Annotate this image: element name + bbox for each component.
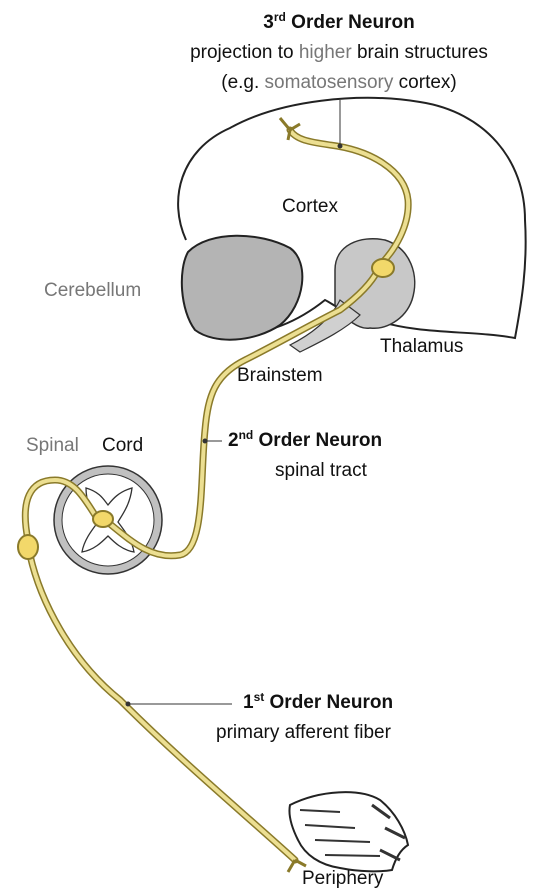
brainstem-label: Brainstem: [237, 365, 323, 387]
thalamus-label: Thalamus: [380, 336, 463, 358]
first-order-soma: [18, 535, 38, 559]
third-order-line2: (e.g. somatosensory cortex): [221, 72, 457, 94]
third-order-soma: [372, 259, 394, 277]
brainstem-shape: [290, 300, 360, 352]
cerebellum-label: Cerebellum: [44, 280, 141, 302]
spinal-label: Spinal: [26, 435, 79, 457]
periphery-label: Periphery: [302, 868, 383, 890]
third-order-title: 3rd Order Neuron: [263, 12, 414, 34]
cord-label: Cord: [102, 435, 143, 457]
cortex-label: Cortex: [282, 196, 338, 218]
third-order-line1: projection to higher brain structures: [190, 42, 488, 64]
second-order-subtitle: spinal tract: [275, 460, 367, 482]
first-order-title: 1st Order Neuron: [243, 692, 393, 714]
first-order-subtitle: primary afferent fiber: [216, 722, 391, 744]
second-order-title: 2nd Order Neuron: [228, 430, 382, 452]
second-order-soma: [93, 511, 113, 527]
